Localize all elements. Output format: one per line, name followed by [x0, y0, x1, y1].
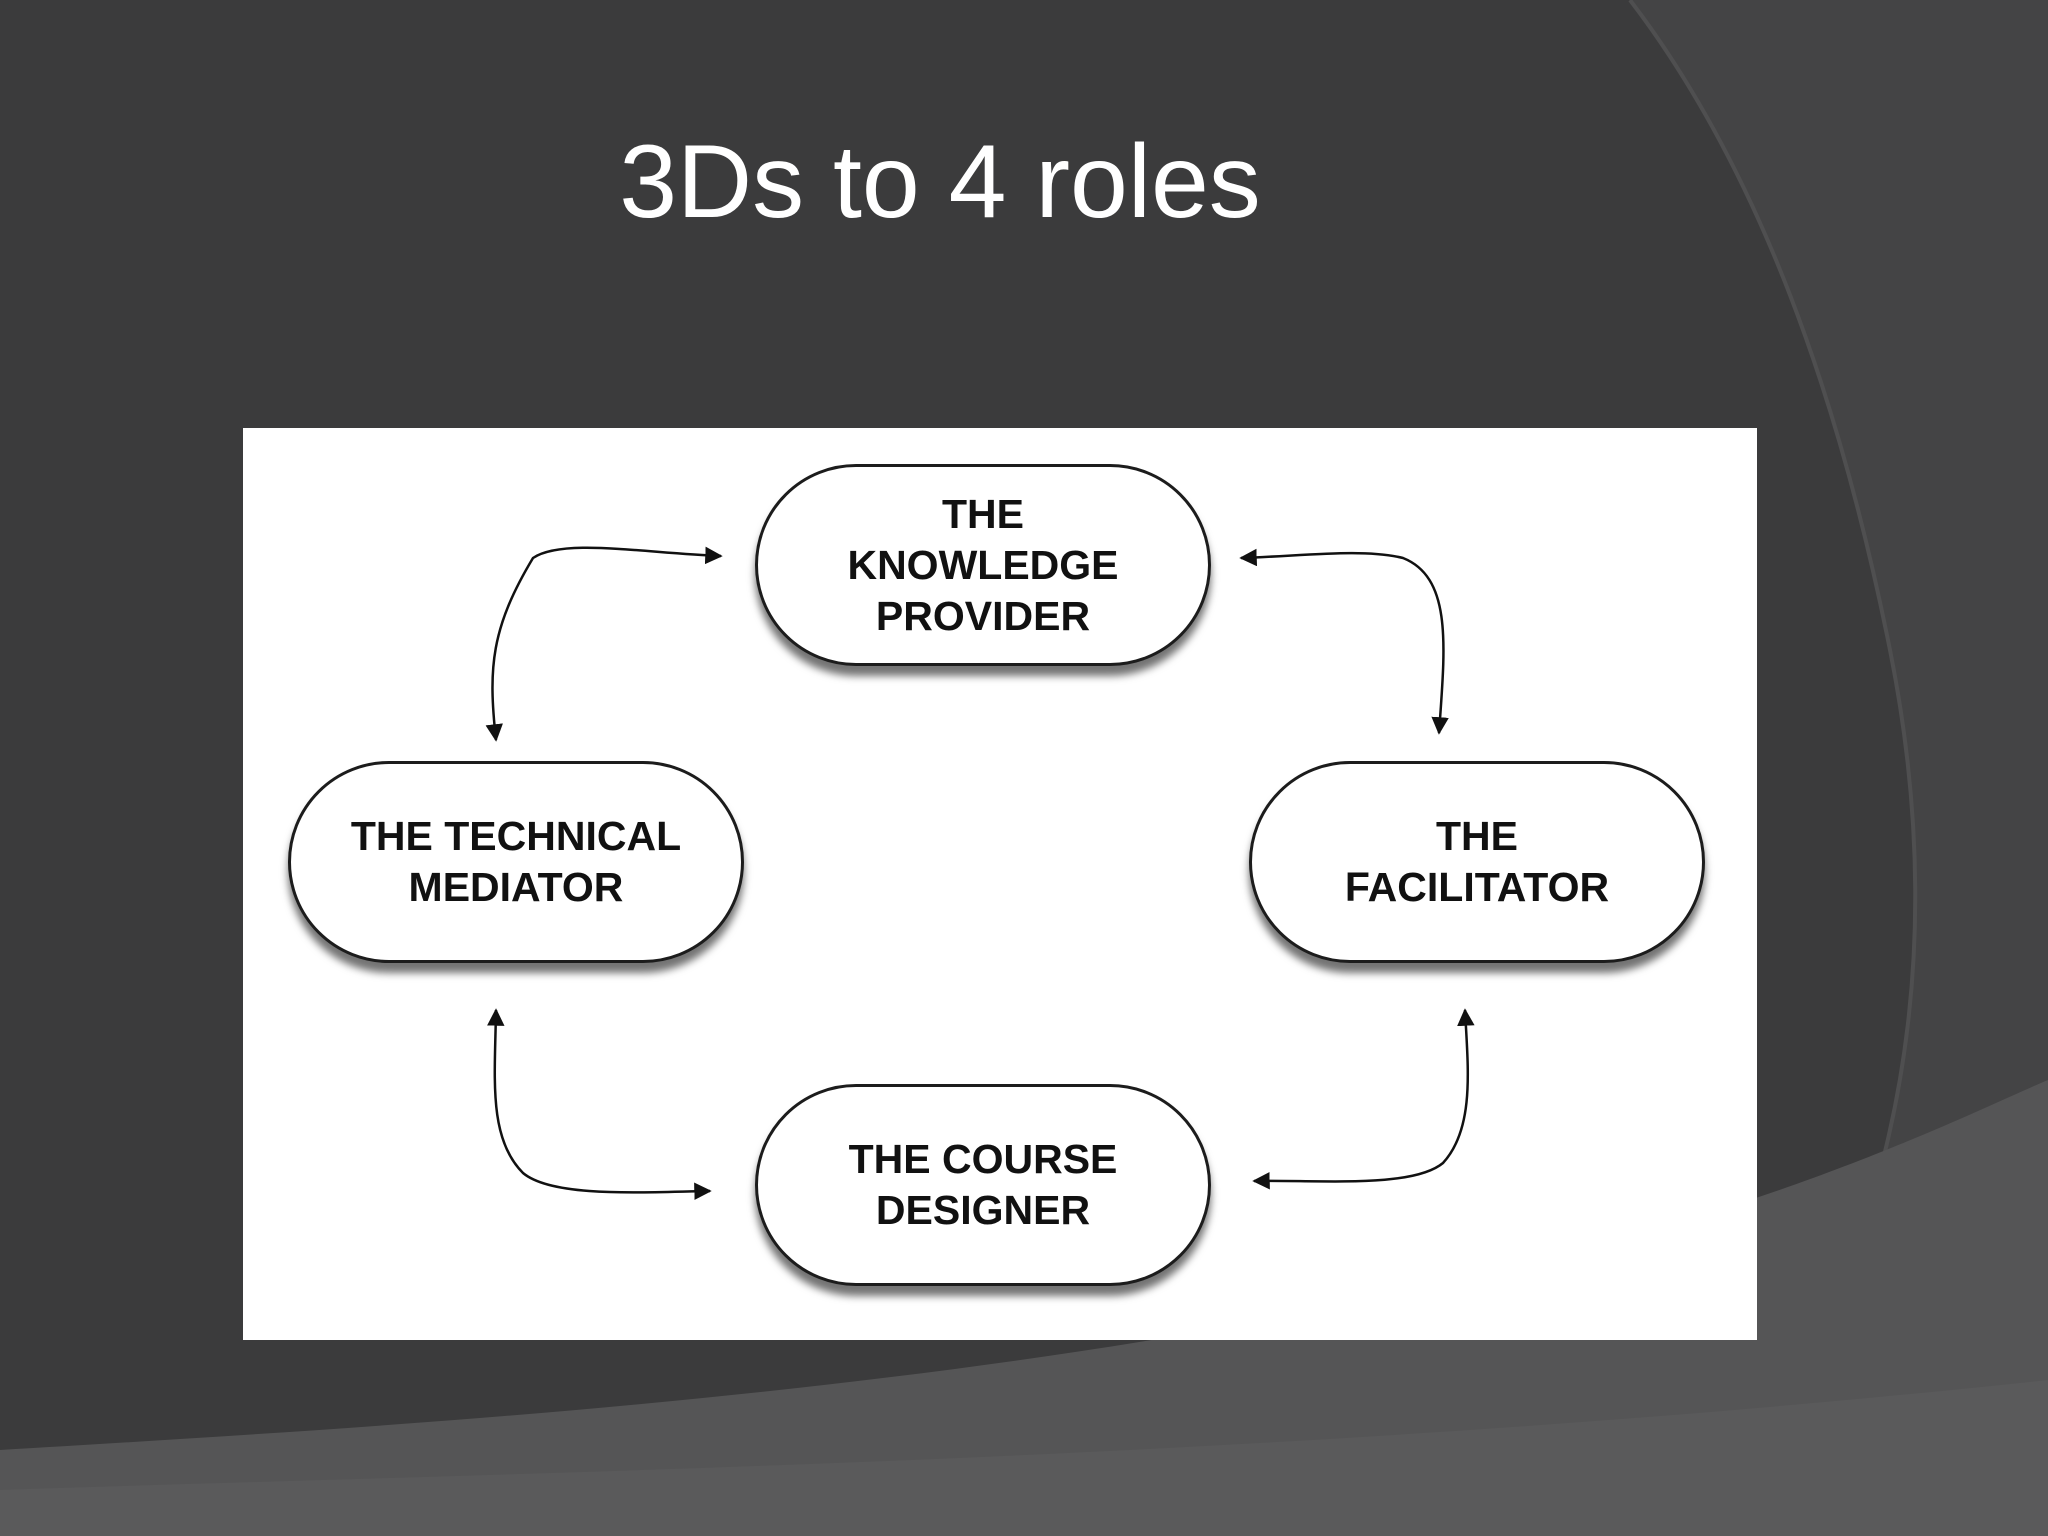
arrow-facilitator-designer	[1252, 1008, 1475, 1190]
node-facilitator-label: THE FACILITATOR	[1344, 813, 1610, 910]
arrow-knowledge-facilitator	[1239, 548, 1449, 735]
arrow-mediator-knowledge	[485, 546, 723, 742]
bottom-swoosh-lower	[0, 1380, 2048, 1536]
node-facilitator: THE FACILITATOR	[1249, 761, 1705, 963]
node-knowledge-provider: THE KNOWLEDGE PROVIDER	[755, 464, 1211, 666]
node-course-designer-label: THE COURSE DESIGNER	[848, 1136, 1118, 1233]
diagram-panel: THE KNOWLEDGE PROVIDER THE TECHNICAL MED…	[243, 428, 1757, 1340]
node-technical-mediator-label: THE TECHNICAL MEDIATOR	[350, 813, 682, 910]
slide-title: 3Ds to 4 roles	[619, 124, 1261, 240]
arrow-mediator-designer	[487, 1008, 712, 1200]
node-course-designer: THE COURSE DESIGNER	[755, 1084, 1211, 1286]
connector-arrows	[485, 546, 1475, 1200]
node-technical-mediator: THE TECHNICAL MEDIATOR	[288, 761, 744, 963]
bottom-swoosh-shape	[0, 1080, 2048, 1536]
node-knowledge-provider-label: THE KNOWLEDGE PROVIDER	[847, 490, 1119, 639]
